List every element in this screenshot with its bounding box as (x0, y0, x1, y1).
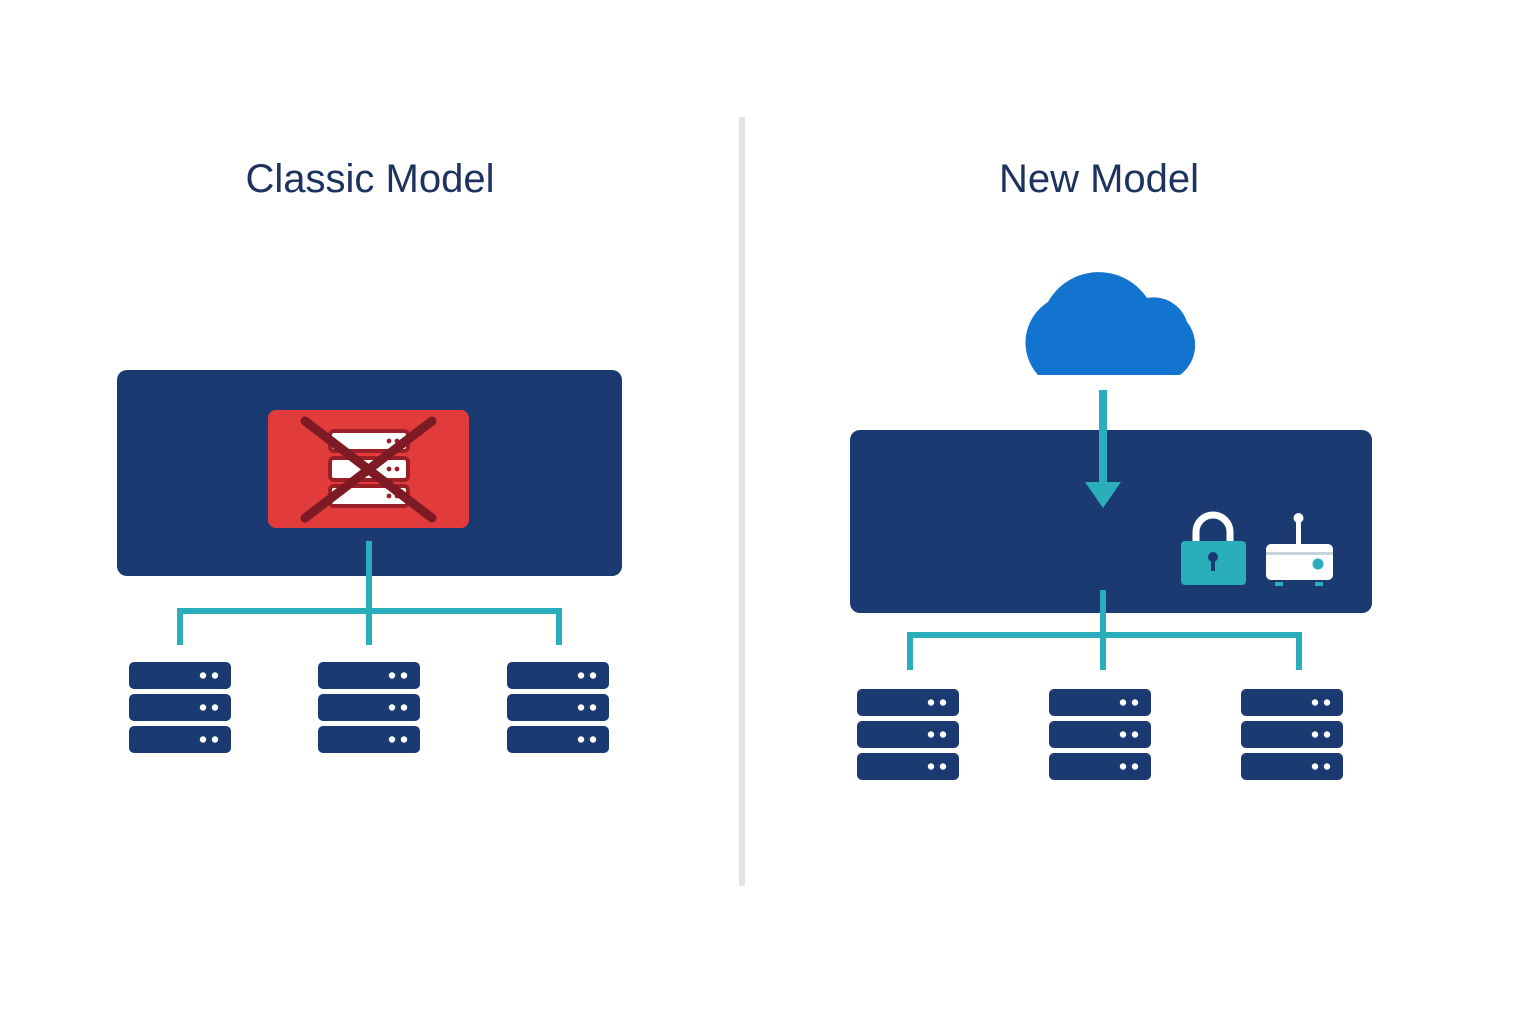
new-datacenter-box (850, 430, 1372, 613)
classic-connector-lines (177, 541, 562, 645)
server-blocked-icon (268, 410, 469, 528)
arrow-overlay (1085, 430, 1121, 508)
server-rack-icon (507, 662, 609, 753)
panel-divider (739, 117, 745, 886)
lock-icon (1181, 511, 1246, 585)
new-model-panel: New Model (850, 157, 1372, 780)
server-rack-icon (1049, 689, 1151, 780)
router-icon (1266, 513, 1333, 586)
classic-model-title: Classic Model (246, 157, 495, 201)
server-rack-icon (857, 689, 959, 780)
classic-model-panel: Classic Model (117, 157, 622, 753)
server-rack-icon (1241, 689, 1343, 780)
new-model-title: New Model (999, 157, 1199, 201)
new-connector-lines (907, 590, 1302, 670)
server-rack-icon (129, 662, 231, 753)
cloud-icon (1025, 272, 1196, 375)
server-rack-icon (318, 662, 420, 753)
